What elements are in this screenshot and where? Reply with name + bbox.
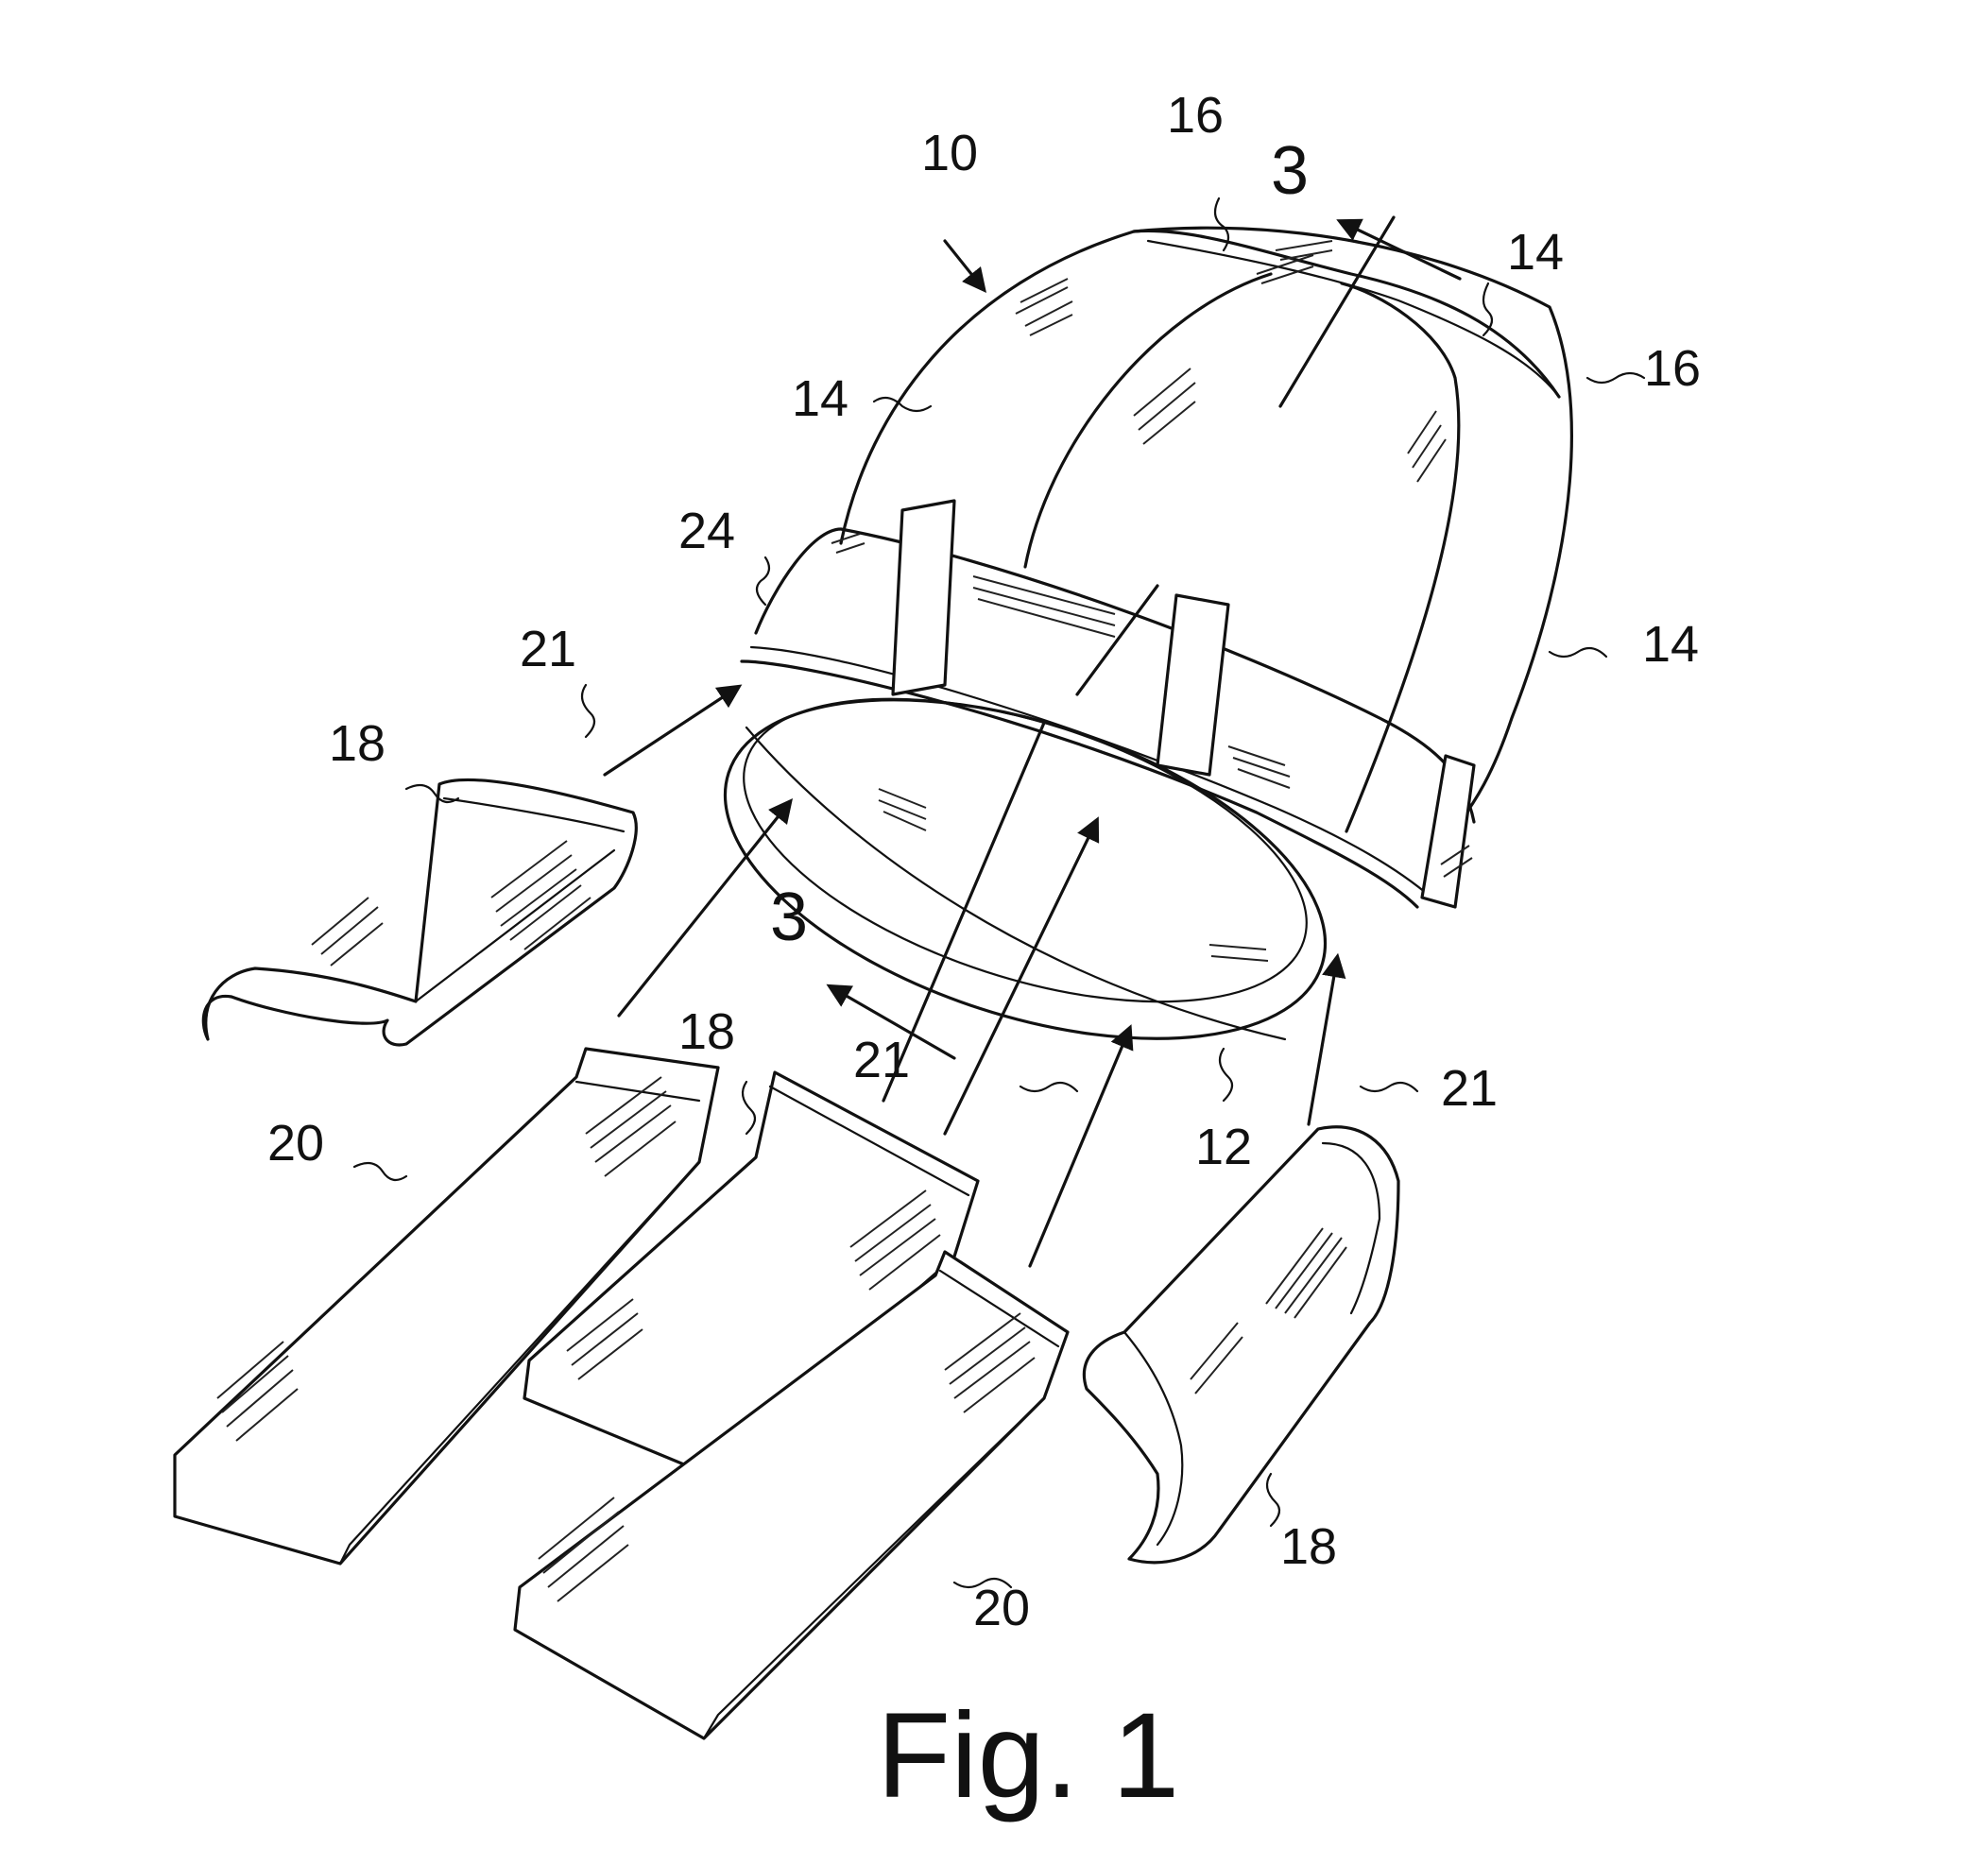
label-21-right: 21 — [1441, 1060, 1498, 1117]
pad-18-left — [203, 779, 636, 1045]
label-14-left: 14 — [792, 370, 848, 427]
label-24: 24 — [678, 503, 735, 559]
band-24 — [742, 501, 1474, 907]
label-10: 10 — [921, 125, 978, 181]
base-ring-12 — [683, 634, 1366, 1105]
pad-18-right — [1084, 1127, 1398, 1563]
label-21-center: 21 — [853, 1032, 910, 1088]
label-12: 12 — [1195, 1119, 1252, 1175]
label-14-top-right: 14 — [1507, 224, 1564, 281]
figure-caption: Fig. 1 — [877, 1688, 1179, 1823]
label-14-right: 14 — [1642, 616, 1699, 673]
label-20-right: 20 — [973, 1580, 1030, 1636]
label-21-left: 21 — [520, 621, 576, 677]
label-18-center: 18 — [678, 1003, 735, 1060]
label-18-right: 18 — [1280, 1518, 1337, 1575]
label-3-top: 3 — [1271, 133, 1309, 209]
label-20-left: 20 — [267, 1115, 324, 1172]
label-3-bottom: 3 — [770, 880, 808, 955]
label-18-left: 18 — [329, 715, 386, 772]
assembly-arrow — [945, 241, 983, 288]
label-16-right: 16 — [1644, 340, 1701, 397]
label-16-top: 16 — [1167, 87, 1224, 144]
